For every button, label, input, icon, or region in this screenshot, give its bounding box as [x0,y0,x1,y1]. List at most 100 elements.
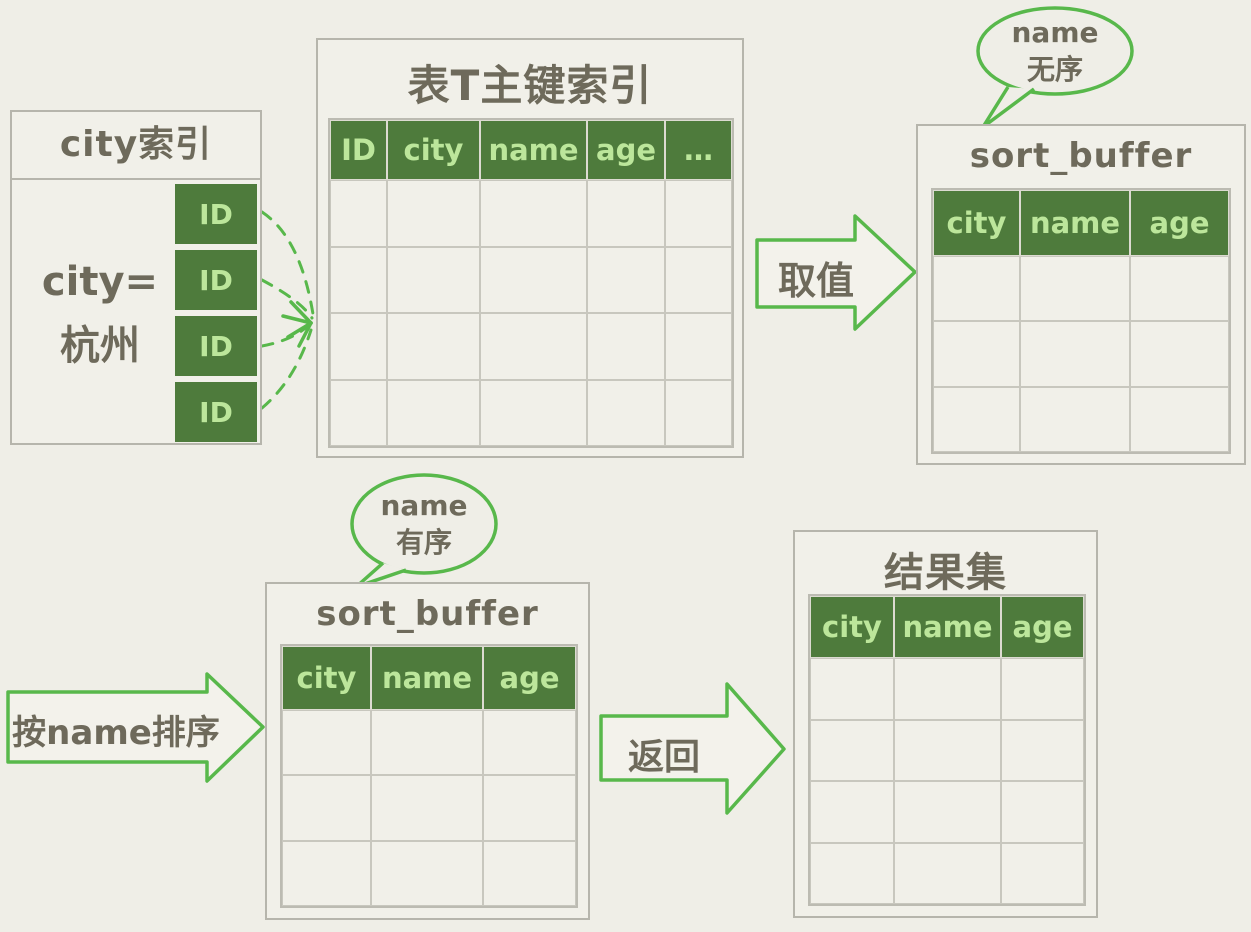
empty-cell [330,313,387,380]
sort-buffer-bottom-title: sort_buffer [316,594,539,634]
column-header-name: name [480,120,587,180]
empty-cell [282,840,371,906]
empty-cell [665,313,732,380]
empty-cell [1001,658,1084,720]
bubble-line2: 有序 [395,525,452,559]
empty-cell [665,246,732,313]
empty-cell [1130,321,1229,387]
empty-cell [587,379,665,446]
city-index-table: city索引 city= 杭州 ID ID ID ID [10,110,262,445]
fetch-arrow [755,214,917,331]
empty-cell [282,710,371,776]
lookup-arrowhead-icon [281,300,313,348]
primary-index-title: 表T主键索引 [407,61,653,110]
empty-cell [330,379,387,446]
empty-cell [1020,386,1130,452]
bubble-name-unordered-label: name 无序 [980,15,1130,89]
id-lookup-dashed-arrows [260,210,315,410]
empty-cell [480,379,587,446]
empty-cell [330,180,387,247]
sort-buffer-top-grid: city name age [931,188,1231,454]
sort-arrow-label: 按name排序 [12,713,220,753]
column-header-age: age [483,646,576,710]
empty-cell [371,710,483,776]
empty-cell [1020,256,1130,322]
empty-cell [810,842,894,904]
id-cell: ID [175,250,257,310]
empty-cell [483,775,576,841]
primary-index-grid: ID city name age … [328,118,734,448]
empty-cell [480,180,587,247]
empty-cell [587,180,665,247]
empty-cell [1001,719,1084,781]
id-cell: ID [175,184,257,244]
id-cell: ID [175,316,257,376]
empty-cell [371,775,483,841]
return-arrow [599,682,786,815]
empty-cell [665,180,732,247]
empty-cell [933,256,1020,322]
empty-cell [1001,781,1084,843]
city-index-title: city索引 [12,112,260,180]
column-header-name: name [371,646,483,710]
primary-key-index-table: 表T主键索引 ID city name age … [316,38,744,458]
empty-cell [483,710,576,776]
empty-cell [894,719,1001,781]
empty-cell [480,313,587,380]
bubble-tail-icon [981,86,1036,129]
fetch-arrow-label: 取值 [777,259,854,303]
empty-cell [371,840,483,906]
column-header-name: name [894,596,1001,658]
result-set-title: 结果集 [884,550,1007,596]
condition-line2: 杭州 [60,323,140,369]
empty-cell [587,313,665,380]
sort-buffer-table-ordered: sort_buffer city name age [265,582,590,920]
return-arrow-label: 返回 [627,737,700,778]
empty-cell [483,840,576,906]
empty-cell [1130,256,1229,322]
bubble-line1: name [380,489,468,522]
column-header-city: city [933,190,1020,256]
result-set-table: 结果集 city name age [793,530,1098,918]
sort-buffer-table-unordered: sort_buffer city name age [916,124,1246,465]
empty-cell [894,658,1001,720]
column-header-age: age [1001,596,1084,658]
bubble-line1: name [1011,16,1099,49]
empty-cell [480,246,587,313]
sort-buffer-bottom-grid: city name age [280,644,578,908]
result-set-grid: city name age [808,594,1086,906]
sort-buffer-top-title: sort_buffer [969,136,1193,176]
empty-cell [330,246,387,313]
bubble-name-ordered [350,473,498,589]
bubble-name-unordered [976,6,1134,129]
empty-cell [387,379,480,446]
empty-cell [894,781,1001,843]
column-header-age: age [587,120,665,180]
empty-cell [1020,321,1130,387]
empty-cell [387,246,480,313]
column-header-id: ID [330,120,387,180]
bubble-name-ordered-label: name 有序 [352,488,496,562]
city-condition-label: city= 杭州 [25,250,175,378]
empty-cell [933,321,1020,387]
sort-arrow [6,672,265,783]
column-header-city: city [387,120,480,180]
column-header-name: name [1020,190,1130,256]
id-cell: ID [175,382,257,442]
empty-cell [1130,386,1229,452]
column-header-city: city [282,646,371,710]
empty-cell [810,658,894,720]
column-header-city: city [810,596,894,658]
empty-cell [810,719,894,781]
id-cell-column: ID ID ID ID [175,184,257,442]
bubble-line2: 无序 [1026,52,1083,86]
empty-cell [894,842,1001,904]
empty-cell [387,313,480,380]
empty-cell [933,386,1020,452]
empty-cell [665,379,732,446]
empty-cell [387,180,480,247]
column-header-age: age [1130,190,1229,256]
column-header-more: … [665,120,732,180]
condition-line1: city= [41,259,159,305]
